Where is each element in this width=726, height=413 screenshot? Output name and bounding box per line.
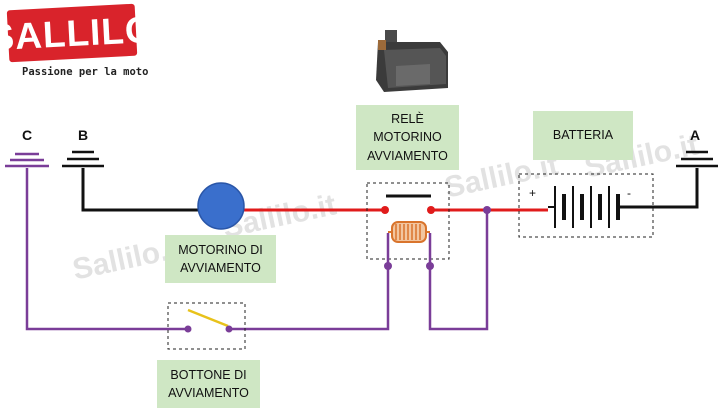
junction-dot (483, 206, 491, 214)
terminal-a-label: A (690, 127, 701, 143)
relay-label-line: AVVIAMENTO (367, 148, 448, 163)
wire-control-c (25, 168, 188, 331)
battery-icon (548, 186, 650, 228)
start-button-label-line: BOTTONE DI (170, 367, 247, 382)
battery-box (518, 173, 654, 238)
junction-dot (384, 262, 392, 270)
ground-symbol-a (676, 150, 718, 168)
relay-label-line: MOTORINO (373, 130, 442, 145)
ground-symbol-c (5, 152, 49, 168)
wire-control-return (428, 210, 489, 331)
start-button-label-line: AVVIAMENTO (168, 386, 249, 400)
wire-ground-b (81, 168, 200, 212)
terminal-b-label: B (78, 127, 89, 143)
junction-dot (381, 206, 389, 214)
start-button-box (167, 302, 246, 350)
relay-label-line: RELÈ (391, 112, 424, 127)
battery-label: BATTERIA (533, 111, 633, 160)
relay-picture-icon (376, 30, 448, 92)
start-button-label: BOTTONE DI AVVIAMENTO (157, 360, 260, 408)
relay-label: RELÈ MOTORINO AVVIAMENTO (356, 105, 459, 170)
battery-label-text: BATTERIA (552, 128, 614, 143)
relay-coil-icon (386, 221, 432, 266)
logo-tagline: Passione per la moto (22, 66, 149, 78)
start-button-switch-icon (184, 308, 233, 333)
junction-dot (427, 206, 435, 214)
battery-negative-label: - (627, 186, 631, 200)
terminal-c-label: C (22, 127, 33, 143)
relay-box (366, 182, 450, 260)
junction-dot (426, 262, 434, 270)
starter-motor-label-line: AVVIAMENTO (180, 261, 261, 275)
starter-motor-label-line: MOTORINO DI (178, 242, 263, 257)
starter-motor-icon (197, 182, 245, 230)
wire-control-relay (229, 266, 390, 331)
starter-motor-label: MOTORINO DI AVVIAMENTO (165, 235, 276, 283)
wire-ground-a (650, 168, 699, 209)
battery-positive-label: + (529, 186, 536, 200)
ground-symbol-b (62, 150, 104, 168)
